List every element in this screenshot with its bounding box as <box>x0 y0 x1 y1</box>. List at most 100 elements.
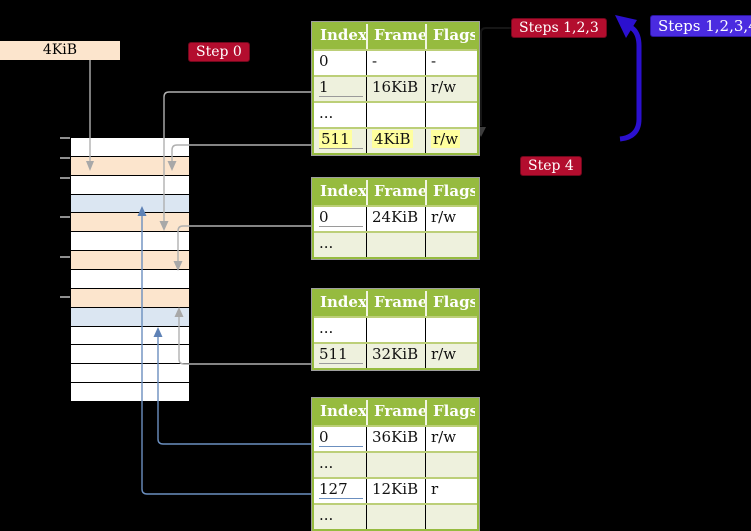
cell-frame: 32KiB <box>366 344 425 368</box>
highlighted-value: 511 <box>319 130 352 148</box>
entry-pointer-underline: 0 <box>319 208 363 227</box>
cell-index: ... <box>319 454 334 472</box>
cell-frame: 16KiB <box>366 77 425 101</box>
column-header-frame: Frame <box>366 180 425 205</box>
memory-frame-row-3 <box>70 193 190 214</box>
memory-frame-row-10 <box>70 325 190 346</box>
cell-frame <box>366 318 425 342</box>
column-header-frame: Frame <box>366 291 425 316</box>
cell-index: 1 <box>314 77 366 101</box>
cell-index: 0 <box>314 427 366 451</box>
cell-index: ... <box>319 234 334 252</box>
table-row: ... <box>314 451 477 477</box>
cell-flags <box>425 233 475 257</box>
memory-frame-row-9 <box>70 306 190 327</box>
cell-frame <box>366 233 425 257</box>
memory-frame-row-4 <box>70 212 190 233</box>
cell-flags: r/w <box>425 344 475 368</box>
memory-tick <box>60 137 70 139</box>
memory-frame-row-0 <box>70 137 190 157</box>
entry-pointer-underline: 127 <box>319 480 363 499</box>
connector-l2-entry511-to-32kib <box>178 316 313 365</box>
highlighted-value: 4KiB <box>372 130 413 148</box>
badge-steps-1-2-3: Steps 1,2,3 <box>511 18 607 38</box>
table-row: ... <box>314 231 477 257</box>
frame-size-label: 4KiB <box>0 41 120 60</box>
column-header-index: Index <box>320 26 366 44</box>
badge-step-4: Step 4 <box>520 156 582 176</box>
cell-index: 511 <box>314 344 366 368</box>
table-row: 511 4KiB r/w <box>314 127 477 153</box>
badge-steps-1-2-3-4: Steps 1,2,3,4 <box>650 15 751 37</box>
cell-index: 0 <box>314 207 366 231</box>
table-row: 0-- <box>314 49 477 75</box>
connector-l3-entry0-to-24kib <box>177 225 313 262</box>
memory-tick <box>60 157 70 159</box>
column-header-flags: Flags <box>425 400 475 425</box>
column-header-frame: Frame <box>366 400 425 425</box>
cell-flags <box>425 103 475 127</box>
steps1234-loop-arrow <box>619 23 642 142</box>
memory-frame-row-6 <box>70 250 190 271</box>
cell-flags: r/w <box>425 427 475 451</box>
cell-flags: r/w <box>425 129 475 153</box>
cell-frame: - <box>366 51 425 75</box>
column-header-flags: Flags <box>425 180 475 205</box>
cell-index: ... <box>319 319 334 337</box>
memory-frame-row-8 <box>70 287 190 308</box>
table-row: ... <box>314 316 477 342</box>
memory-frame-row-5 <box>70 231 190 252</box>
entry-pointer-underline: 1 <box>319 78 363 97</box>
memory-frame-row-11 <box>70 344 190 365</box>
entry-pointer-underline: 511 <box>319 130 363 149</box>
memory-frame-row-1 <box>70 155 190 176</box>
column-header-index: Index <box>320 182 366 200</box>
badge-step-0: Step 0 <box>188 42 250 62</box>
highlighted-value: r/w <box>431 130 461 148</box>
cell-frame <box>366 505 425 529</box>
cell-frame: 24KiB <box>366 207 425 231</box>
column-header-frame: Frame <box>366 24 425 49</box>
memory-frame-row-12 <box>70 363 190 384</box>
cell-index: ... <box>319 506 334 524</box>
column-header-flags: Flags <box>425 291 475 316</box>
cell-flags <box>425 505 475 529</box>
cell-index: 511 <box>314 129 366 153</box>
cell-flags: - <box>425 51 475 75</box>
cell-flags <box>425 318 475 342</box>
column-header-index: Index <box>320 293 366 311</box>
steps123-loop-arrow <box>480 27 512 126</box>
cell-index: 127 <box>314 479 366 503</box>
memory-tick <box>60 296 70 298</box>
table-row: ... <box>314 101 477 127</box>
cell-frame <box>366 453 425 477</box>
memory-tick <box>60 177 70 179</box>
cell-flags: r/w <box>425 77 475 101</box>
memory-frame-row-13 <box>70 382 190 403</box>
column-header-flags: Flags <box>425 24 475 49</box>
table-row: ... <box>314 503 477 529</box>
cell-frame: 36KiB <box>366 427 425 451</box>
physical-memory-strip <box>70 137 190 403</box>
cell-frame <box>366 103 425 127</box>
cell-flags: r <box>425 479 475 503</box>
cell-index: ... <box>319 104 334 122</box>
memory-frame-row-2 <box>70 174 190 195</box>
entry-pointer-underline: 511 <box>319 345 363 364</box>
steps1234-loop-arrowhead <box>615 15 637 38</box>
cell-flags: r/w <box>425 207 475 231</box>
memory-tick <box>60 216 70 218</box>
cell-flags <box>425 453 475 477</box>
